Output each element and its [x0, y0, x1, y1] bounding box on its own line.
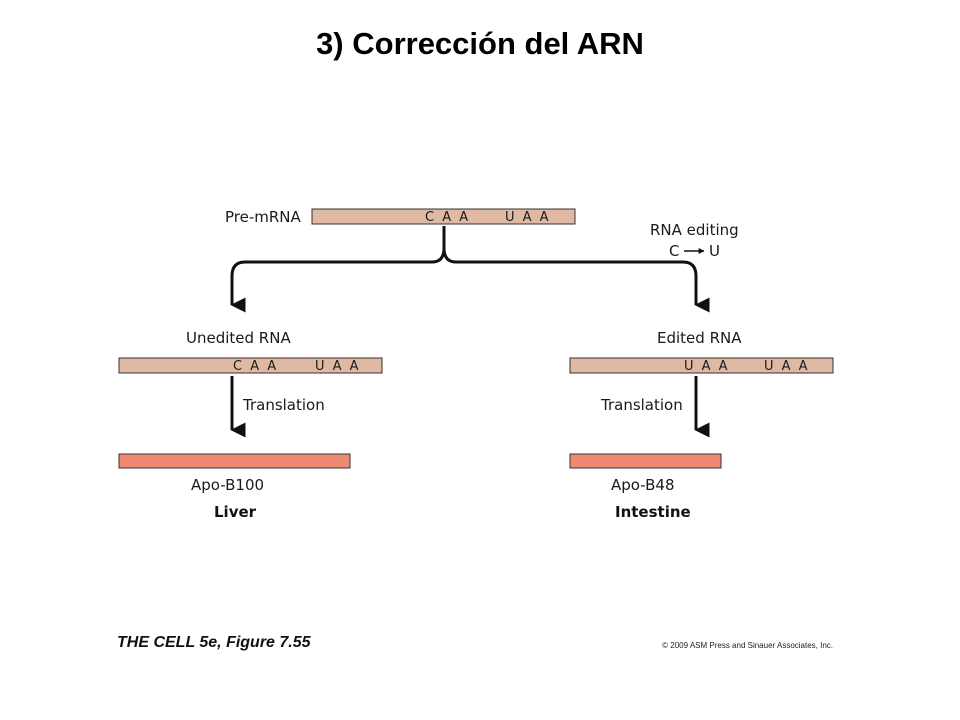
editing-from: C: [669, 242, 679, 260]
page-title: 3) Corrección del ARN: [316, 26, 644, 61]
unedited-tissue: Liver: [214, 503, 257, 521]
bracket-right-arrow: [442, 247, 710, 313]
premrna-codon-1: C A A: [425, 210, 470, 225]
edited-label: Edited RNA: [657, 329, 742, 347]
apo-b100-protein-bar: [118, 453, 351, 469]
unedited-translation-label: Translation: [242, 396, 325, 414]
copyright-notice: © 2009 ASM Press and Sinauer Associates,…: [662, 641, 833, 650]
premrna-label: Pre-mRNA: [225, 208, 302, 226]
unedited-rna-bar: [118, 357, 383, 374]
edited-codon-2: U A A: [764, 359, 810, 374]
edited-translation-label: Translation: [600, 396, 683, 414]
bracket-left-arrow: [230, 226, 446, 313]
premrna-bar: [311, 208, 576, 225]
unedited-product: Apo-B100: [191, 476, 264, 494]
edited-codon-1: U A A: [684, 359, 730, 374]
edited-product: Apo-B48: [611, 476, 675, 494]
edited-rna-bar: [569, 357, 834, 374]
editing-label: RNA editing: [650, 221, 739, 239]
unedited-label: Unedited RNA: [186, 329, 291, 347]
editing-to: U: [709, 242, 720, 260]
apo-b48-protein-bar: [569, 453, 722, 469]
unedited-codon-1: C A A: [233, 359, 278, 374]
unedited-codon-2: U A A: [315, 359, 361, 374]
premrna-codon-2: U A A: [505, 210, 551, 225]
edited-tissue: Intestine: [615, 503, 691, 521]
figure-credit: THE CELL 5e, Figure 7.55: [117, 634, 311, 651]
